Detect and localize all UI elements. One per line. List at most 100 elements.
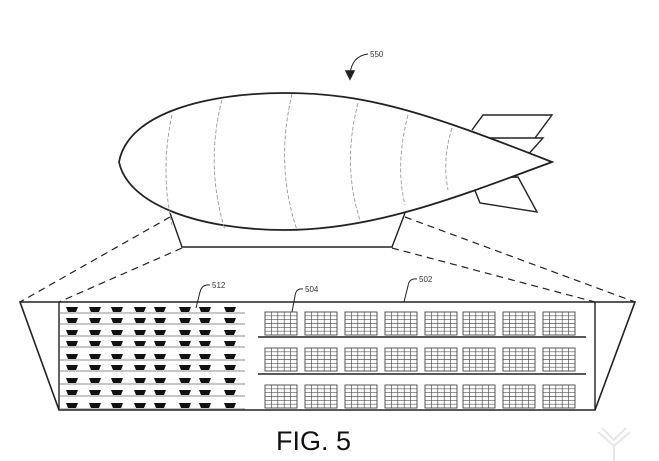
pallet [384, 384, 418, 409]
pallet [542, 311, 576, 336]
storage-bin [154, 307, 166, 312]
pallet [462, 347, 496, 372]
storage-bin [179, 307, 191, 312]
storage-bin [66, 330, 78, 335]
projection-lines [19, 216, 636, 303]
pallet [264, 311, 298, 336]
storage-bin [89, 365, 101, 370]
pallet [502, 384, 536, 409]
storage-bin [134, 341, 146, 346]
ref-label-bins: 512 [212, 281, 226, 290]
hull-ribs [165, 93, 453, 231]
storage-bin [224, 330, 236, 335]
pallet [502, 311, 536, 336]
pallet [462, 311, 496, 336]
storage-bin [89, 390, 101, 395]
storage-bin [199, 341, 211, 346]
storage-bin [89, 354, 101, 359]
storage-bin [199, 330, 211, 335]
storage-bin [224, 390, 236, 395]
storage-bin [66, 390, 78, 395]
storage-bin [89, 307, 101, 312]
hull-rib [165, 114, 173, 226]
storage-bin [134, 403, 146, 408]
pallet [304, 311, 338, 336]
storage-bin [89, 341, 101, 346]
airship-hull [118, 92, 555, 231]
storage-bin [111, 307, 123, 312]
storage-bin [134, 378, 146, 383]
storage-bin [111, 354, 123, 359]
storage-bin [199, 378, 211, 383]
storage-bin [111, 330, 123, 335]
storage-bin [224, 378, 236, 383]
projection-line [58, 247, 183, 303]
storage-bin [199, 354, 211, 359]
bins-leader-line [195, 284, 211, 309]
pallet [264, 347, 298, 372]
storage-bin [154, 390, 166, 395]
storage-bin [179, 341, 191, 346]
storage-bin [134, 390, 146, 395]
pallet [304, 384, 338, 409]
watermark-logo [597, 427, 631, 461]
pallet [344, 347, 378, 372]
storage-bin [154, 341, 166, 346]
storage-bin [134, 307, 146, 312]
storage-bin [111, 403, 123, 408]
hull-rib [284, 93, 298, 231]
storage-bin [89, 378, 101, 383]
warehouse-leader-line [403, 278, 418, 303]
storage-bin [66, 341, 78, 346]
bin-storage-area [60, 307, 245, 410]
storage-bin [89, 330, 101, 335]
storage-bin [154, 330, 166, 335]
projection-line [19, 216, 171, 303]
storage-bin [66, 307, 78, 312]
storage-bin [199, 390, 211, 395]
storage-bin [66, 354, 78, 359]
storage-bin [199, 307, 211, 312]
pallet [462, 384, 496, 409]
storage-bin [66, 403, 78, 408]
storage-bin [154, 378, 166, 383]
ref-label-airship: 550 [370, 50, 384, 59]
hull-rib [400, 114, 409, 206]
storage-bin [111, 390, 123, 395]
storage-bin [134, 365, 146, 370]
storage-bin [179, 403, 191, 408]
hull-rib [213, 99, 226, 231]
pallet [424, 311, 458, 336]
pallet [542, 347, 576, 372]
pallet [502, 347, 536, 372]
storage-bin [89, 403, 101, 408]
pallet [384, 311, 418, 336]
ref-label-pallet: 504 [305, 285, 319, 294]
pallet [424, 347, 458, 372]
pallet [344, 311, 378, 336]
storage-bin [224, 341, 236, 346]
pallet [542, 384, 576, 409]
projection-line [404, 216, 636, 303]
pallet [424, 384, 458, 409]
storage-bin [66, 378, 78, 383]
pallet [384, 347, 418, 372]
pallet [344, 384, 378, 409]
storage-bin [154, 354, 166, 359]
storage-bin [179, 365, 191, 370]
storage-bin [154, 365, 166, 370]
storage-bin [179, 330, 191, 335]
storage-bin [111, 365, 123, 370]
storage-bin [66, 318, 78, 323]
hull-rib [350, 102, 361, 221]
storage-bin [224, 365, 236, 370]
storage-bin [199, 318, 211, 323]
storage-bin [66, 365, 78, 370]
airship-fin-top [471, 114, 554, 139]
pallet [264, 384, 298, 409]
pallet-storage-area [258, 311, 586, 409]
storage-bin [224, 318, 236, 323]
storage-bin [224, 403, 236, 408]
